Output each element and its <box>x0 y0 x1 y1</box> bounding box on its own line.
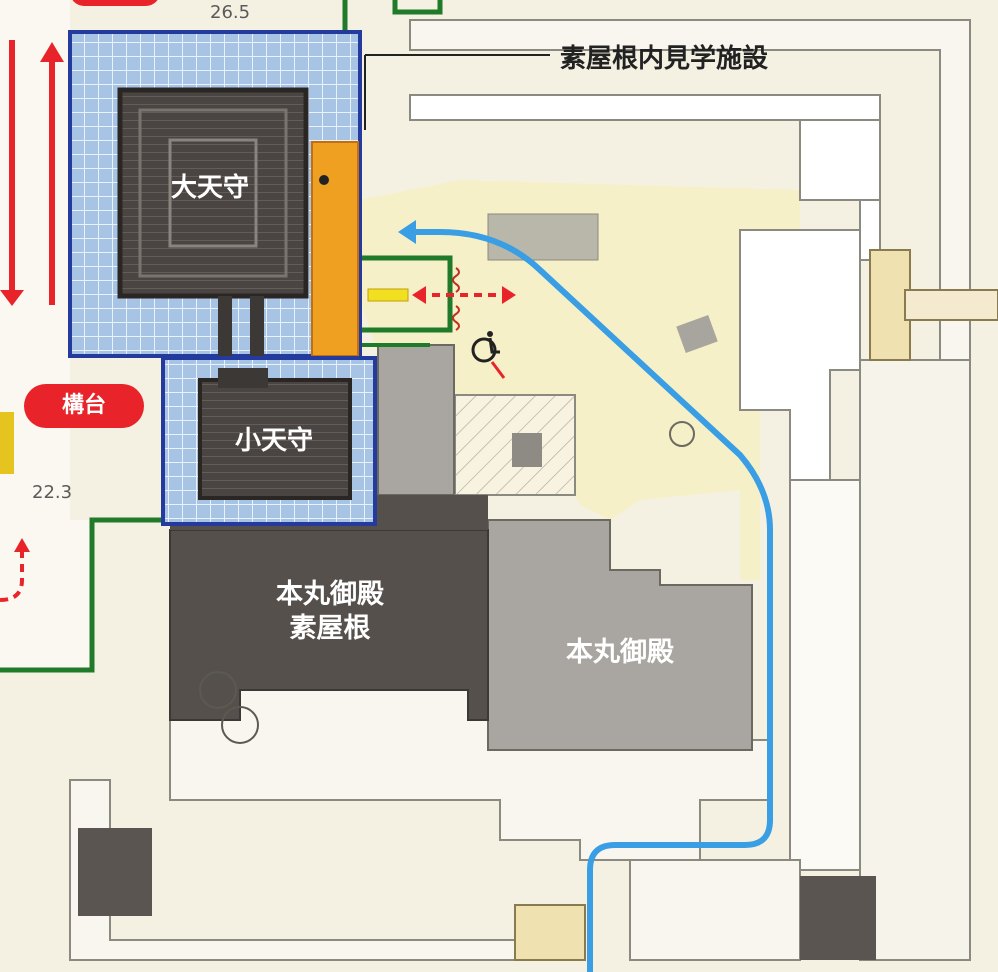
stair-dot <box>319 175 329 185</box>
daitenshu-label: 大天守 <box>170 173 249 203</box>
honmaru-bare-label-line1: 本丸御殿 <box>276 579 384 610</box>
courtyard <box>360 180 800 580</box>
gray-annex <box>377 344 455 496</box>
double-arrow-head-right <box>502 286 516 304</box>
gate-hinge-top <box>452 267 460 293</box>
boundary-line-top-right <box>392 0 443 15</box>
daitenshu-roof-core <box>168 138 258 248</box>
south-gate <box>514 904 586 961</box>
shoutenshu-roof <box>198 378 352 500</box>
yellow-barrier <box>367 288 409 302</box>
honmaru-label: 本丸御殿 <box>566 637 674 668</box>
elevation-top: 26.5 <box>210 2 251 23</box>
visitor-route <box>405 229 773 972</box>
palace-circle-2 <box>221 706 259 744</box>
well-circle <box>669 421 695 447</box>
gate-hinge-bottom <box>452 305 460 331</box>
right-enclosure <box>859 359 971 961</box>
east-gate <box>869 249 911 361</box>
wheelchair-icon <box>471 331 506 379</box>
east-bridge <box>904 289 998 321</box>
bridge-post-left <box>218 296 232 356</box>
down-arrow-icon <box>0 290 24 306</box>
honmaru-palace <box>487 519 753 751</box>
boundary-line-left <box>0 517 165 673</box>
south-gate-wall <box>629 859 801 961</box>
daitenshu-roof <box>117 87 309 299</box>
southeast-turret <box>800 876 876 960</box>
southwest-turret <box>78 828 152 916</box>
courtyard-stone <box>676 315 718 353</box>
shoutenshu-bridge-end <box>218 368 268 388</box>
daitenshu-roof-inner <box>138 108 288 278</box>
honmaru-bare-label: 本丸御殿 素屋根 <box>230 578 430 646</box>
inner-wall-corner <box>799 119 881 201</box>
u-turn-arrow-icon <box>0 550 24 602</box>
suyane-callout-label: 素屋根内見学施設 <box>560 44 769 74</box>
route-arrow-icon <box>398 220 416 244</box>
hatched-yard-marker <box>512 433 542 467</box>
kamaedai-badge: 構台 <box>24 384 144 428</box>
orange-stair <box>311 141 359 357</box>
elevation-left: 22.3 <box>32 482 73 503</box>
right-corridor <box>789 479 861 871</box>
honmaru-bare-label-line2: 素屋根 <box>289 612 371 644</box>
u-turn-arrow-head <box>14 538 30 552</box>
courtyard-building <box>487 213 599 261</box>
yellow-crane <box>0 412 14 474</box>
shoutenshu-label: 小天守 <box>234 426 313 456</box>
palace-circle-1 <box>199 671 237 709</box>
honmaru-roof-structure <box>169 529 489 721</box>
up-arrow-icon <box>40 42 64 62</box>
top-badge-fragment <box>70 0 160 6</box>
hatched-yard <box>454 394 576 496</box>
bridge-post-right <box>250 296 264 356</box>
double-arrow-head-left <box>412 286 426 304</box>
